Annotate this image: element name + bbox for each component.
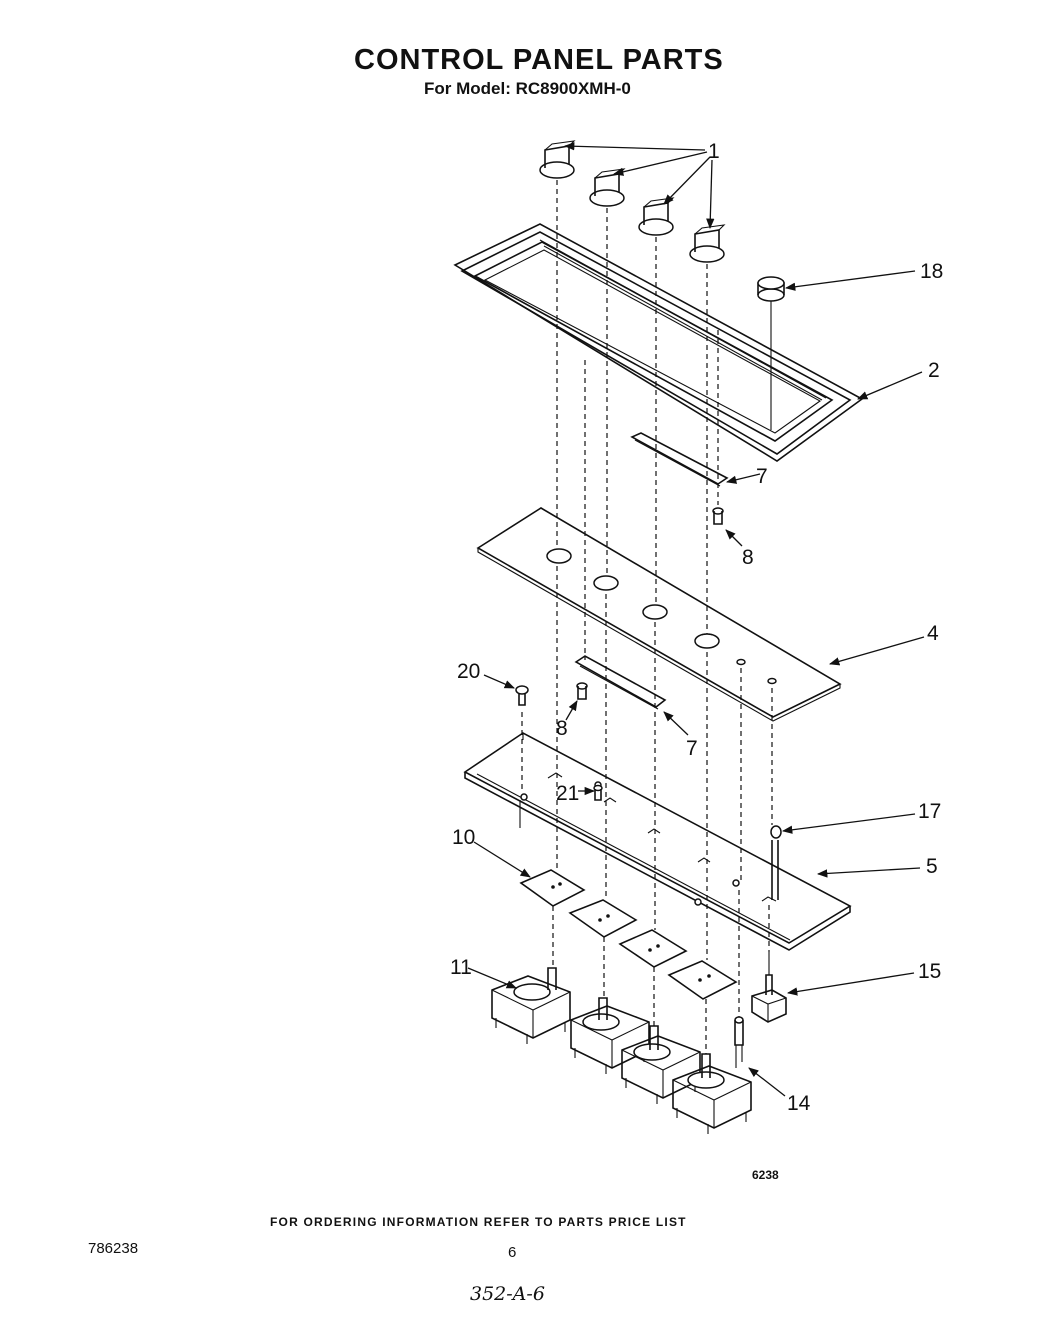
figure-number: 6238 xyxy=(752,1168,779,1182)
model-subtitle: For Model: RC8900XMH-0 xyxy=(424,79,631,98)
callout-4: 4 xyxy=(927,622,939,645)
insulator-4 xyxy=(667,960,738,1000)
document-number: 786238 xyxy=(88,1240,139,1257)
callout-10: 10 xyxy=(452,826,475,849)
ordering-note: FOR ORDERING INFORMATION REFER TO PARTS … xyxy=(270,1215,687,1229)
screw-21 xyxy=(593,784,603,801)
callout-1: 1 xyxy=(708,140,720,163)
callout-5: 5 xyxy=(926,855,938,878)
callout-7b: 7 xyxy=(686,737,698,760)
panel-frame xyxy=(453,223,864,462)
callout-21: 21 xyxy=(556,782,579,805)
screw-20 xyxy=(515,685,529,706)
switch-4 xyxy=(672,1053,752,1134)
bracket-lower xyxy=(574,655,667,710)
overlay-panel xyxy=(476,507,842,722)
knob-4 xyxy=(689,224,726,263)
handwritten-note: 352-A-6 xyxy=(470,1283,545,1305)
component-14 xyxy=(734,1016,744,1068)
insulator-1 xyxy=(519,869,586,907)
clip-17 xyxy=(770,825,782,900)
callout-20: 20 xyxy=(457,660,480,683)
callout-11: 11 xyxy=(450,956,472,979)
mounting-bracket xyxy=(463,732,852,951)
switch-3 xyxy=(621,1025,701,1104)
callout-2: 2 xyxy=(928,359,940,382)
callout-18: 18 xyxy=(920,260,943,283)
callout-8a: 8 xyxy=(742,546,754,569)
insulator-3 xyxy=(618,929,688,968)
assembly-lines xyxy=(521,180,773,1054)
bracket-upper xyxy=(630,432,729,487)
insulator-2 xyxy=(568,899,638,938)
callout-15: 15 xyxy=(918,960,941,983)
screw-lower xyxy=(576,682,588,700)
callout-7a: 7 xyxy=(756,465,768,488)
small-knob xyxy=(757,276,785,430)
component-15 xyxy=(751,952,787,1023)
callout-labels: 1 18 2 7 8 4 20 8 7 21 17 10 5 11 15 14 xyxy=(450,140,943,1115)
knob-1 xyxy=(539,140,576,179)
callout-17: 17 xyxy=(918,800,941,823)
callout-8b: 8 xyxy=(556,717,568,740)
knob-3 xyxy=(638,197,675,236)
leader-lines xyxy=(467,142,925,1097)
knob-group xyxy=(539,140,726,263)
knob-2 xyxy=(589,168,626,207)
page-title: CONTROL PANEL PARTS xyxy=(354,44,724,76)
callout-14: 14 xyxy=(787,1092,811,1115)
page-number: 6 xyxy=(508,1244,517,1261)
switch-2 xyxy=(570,997,650,1074)
screw-upper xyxy=(712,507,724,525)
switch-1 xyxy=(491,967,571,1044)
